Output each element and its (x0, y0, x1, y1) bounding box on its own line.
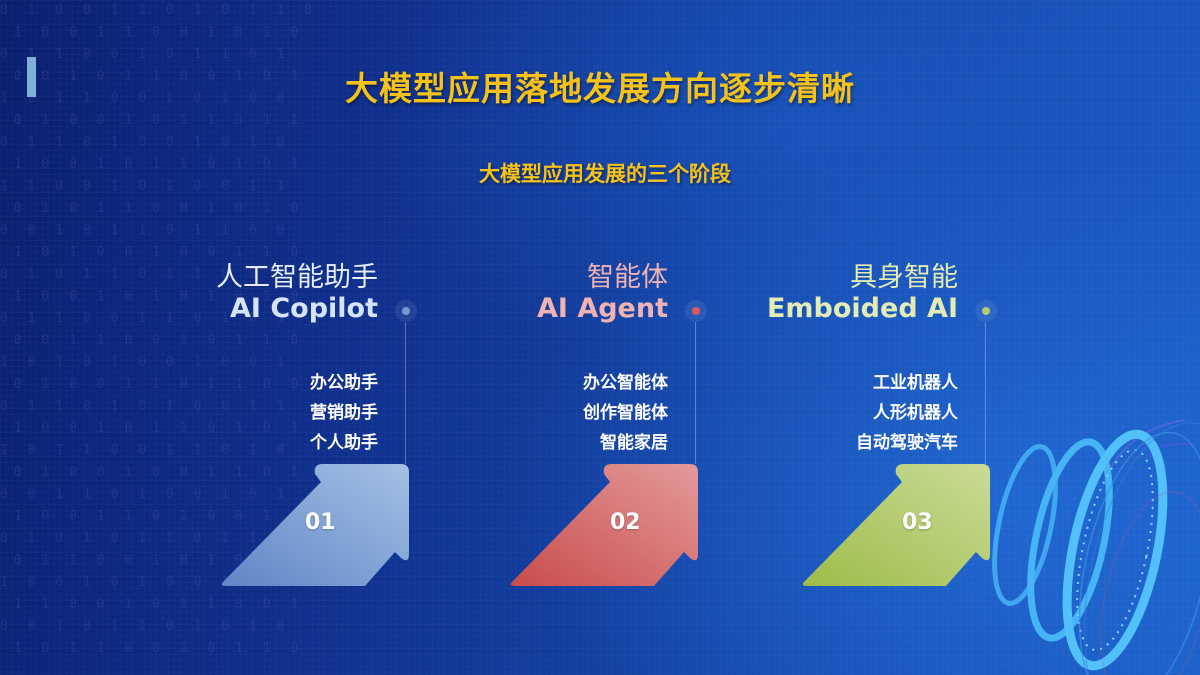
stage-1-example: 个人助手 (310, 433, 378, 453)
slide-title: 大模型应用落地发展方向逐步清晰 (345, 69, 855, 108)
stage-1-arrow-icon (221, 464, 409, 586)
stage-1-en-title: AI Copilot (230, 293, 378, 324)
stage-3-en-title: Emboided AI (766, 293, 958, 324)
stage-3-arrow-icon (802, 464, 990, 586)
stage-2-example: 创作智能体 (583, 403, 668, 423)
stage-1: 人工智能助手 AI Copilot 办公助手 营销助手 个人助手 (160, 255, 378, 455)
stage-2-arrow-icon (510, 464, 698, 586)
stage-1-marker-dot-icon (395, 300, 417, 322)
stage-2-connector-line (695, 322, 696, 464)
stage-2: 智能体 AI Agent 办公智能体 创作智能体 智能家居 (450, 255, 668, 455)
stage-3-example: 人形机器人 (873, 403, 958, 423)
stage-3: 具身智能 Emboided AI 工业机器人 人形机器人 自动驾驶汽车 (740, 255, 958, 455)
stage-2-number: 02 (610, 510, 641, 535)
stage-1-examples: 办公助手 营销助手 个人助手 (310, 368, 378, 458)
stage-3-connector-line (985, 322, 986, 464)
stage-2-cn-title: 智能体 (587, 262, 668, 293)
stage-2-example: 智能家居 (600, 433, 668, 453)
tech-rings-decoration-icon (992, 419, 1200, 675)
slide-subtitle: 大模型应用发展的三个阶段 (479, 162, 731, 186)
stage-3-number: 03 (902, 510, 933, 535)
stage-3-cn-title: 具身智能 (850, 262, 958, 293)
stage-2-example: 办公智能体 (583, 373, 668, 393)
stage-3-example: 自动驾驶汽车 (856, 433, 958, 453)
stage-3-marker-dot-icon (975, 300, 997, 322)
stage-1-example: 办公助手 (310, 373, 378, 393)
stage-2-marker-dot-icon (685, 300, 707, 322)
stage-1-number: 01 (305, 510, 336, 535)
stage-1-example: 营销助手 (310, 403, 378, 423)
stage-3-example: 工业机器人 (873, 373, 958, 393)
stage-1-cn-title: 人工智能助手 (216, 262, 378, 293)
stage-3-examples: 工业机器人 人形机器人 自动驾驶汽车 (856, 368, 958, 458)
stage-1-connector-line (405, 322, 406, 464)
stage-2-examples: 办公智能体 创作智能体 智能家居 (583, 368, 668, 458)
accent-bar (27, 57, 36, 97)
stage-2-en-title: AI Agent (536, 293, 668, 324)
